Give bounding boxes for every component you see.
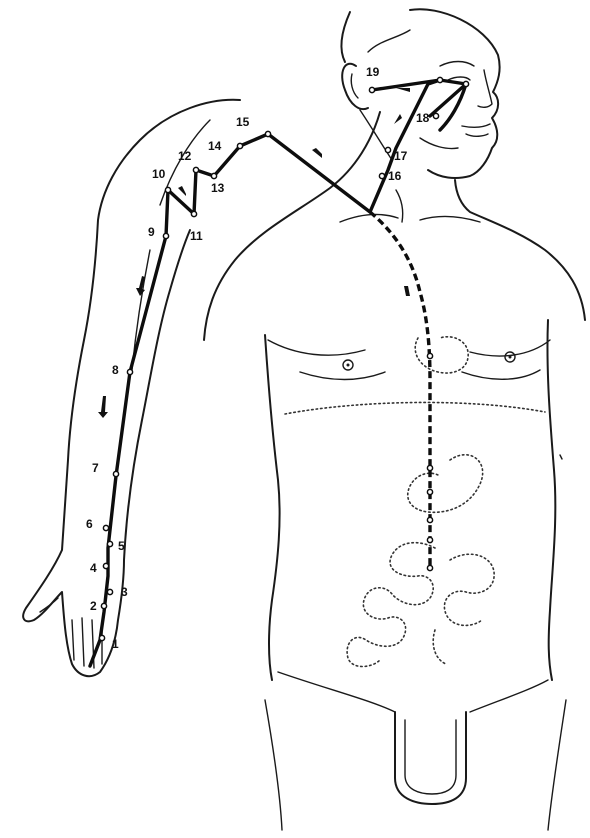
point-label-4: 4 (90, 561, 97, 575)
point-13[interactable] (211, 173, 216, 178)
point-face[interactable] (437, 77, 442, 82)
point-label-6: 6 (86, 517, 93, 531)
point-trunk[interactable] (427, 489, 432, 494)
point-label-5: 5 (118, 539, 125, 553)
point-trunk[interactable] (427, 517, 432, 522)
point-label-18: 18 (416, 111, 430, 125)
point-1[interactable] (99, 635, 104, 640)
arrow-icon (98, 396, 108, 418)
arrow-icon (178, 186, 186, 196)
meridian-path (90, 80, 466, 666)
point-label-19: 19 (366, 65, 380, 79)
point-label-15: 15 (236, 115, 250, 129)
torso-outline (204, 112, 585, 830)
point-label-8: 8 (112, 363, 119, 377)
point-trunk[interactable] (427, 465, 432, 470)
point-face-2[interactable] (463, 81, 468, 86)
arrow-icon (312, 148, 322, 158)
arrow-icon (404, 286, 410, 296)
point-5[interactable] (107, 541, 112, 546)
arrow-icon (396, 88, 410, 92)
point-label-9: 9 (148, 225, 155, 239)
arm-outline (23, 100, 240, 676)
point-19[interactable] (369, 87, 374, 92)
point-18[interactable] (433, 113, 438, 118)
point-label-2: 2 (90, 599, 97, 613)
head-outline (341, 9, 499, 178)
point-3[interactable] (107, 589, 112, 594)
point-label-1: 1 (112, 637, 119, 651)
point-2[interactable] (101, 603, 106, 608)
point-4[interactable] (103, 563, 108, 568)
direction-arrows (98, 88, 410, 418)
point-15[interactable] (265, 131, 270, 136)
point-label-17: 17 (394, 149, 408, 163)
point-label-12: 12 (178, 149, 192, 163)
point-17[interactable] (385, 147, 390, 152)
point-14[interactable] (237, 143, 242, 148)
point-8[interactable] (127, 369, 132, 374)
organs (347, 337, 494, 667)
point-label-7: 7 (92, 461, 99, 475)
point-label-16: 16 (388, 169, 402, 183)
point-label-13: 13 (211, 181, 225, 195)
point-16[interactable] (379, 173, 384, 178)
point-7[interactable] (113, 471, 118, 476)
point-10[interactable] (165, 187, 170, 192)
point-label-11: 11 (190, 229, 203, 243)
point-9[interactable] (163, 233, 168, 238)
arrow-icon (394, 114, 402, 124)
point-label-3: 3 (121, 585, 128, 599)
point-trunk[interactable] (427, 537, 432, 542)
point-labels: 1 2 3 4 5 6 7 8 9 10 11 12 13 14 15 16 1… (86, 65, 430, 651)
point-label-14: 14 (208, 139, 222, 153)
point-6[interactable] (103, 525, 108, 530)
point-11[interactable] (191, 211, 196, 216)
point-12[interactable] (193, 167, 198, 172)
point-trunk[interactable] (427, 353, 432, 358)
point-label-10: 10 (152, 167, 166, 181)
point-trunk[interactable] (427, 565, 432, 570)
